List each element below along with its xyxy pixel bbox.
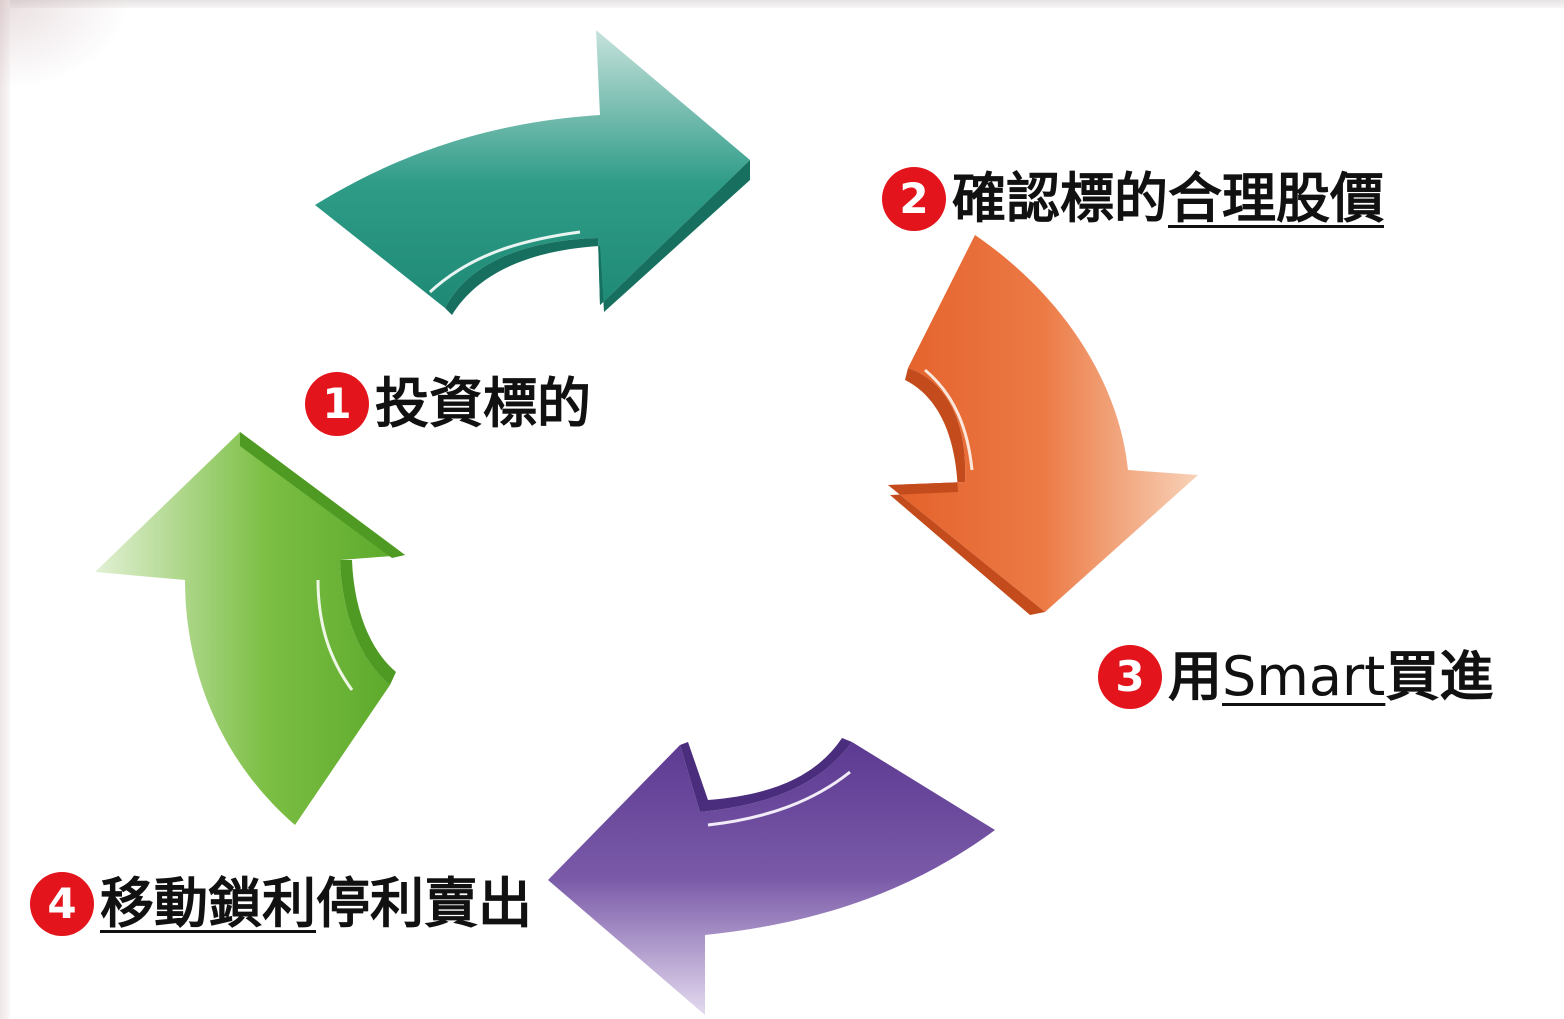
step-2: 2 確認標的 合理股價: [882, 167, 1384, 231]
step-label: 用: [1168, 645, 1222, 708]
step-label-emphasis: 合理股價: [1168, 167, 1384, 230]
frame-left-border: [0, 0, 10, 1019]
step-label: 投資標的: [375, 372, 591, 435]
step-label: 確認標的: [952, 167, 1168, 230]
step-number-badge: 1: [305, 372, 369, 436]
arrow-step-3-to-4: [548, 738, 995, 1015]
step-4: 4 移動鎖利 停利賣出: [30, 872, 532, 936]
step-3: 3 用 Smart 買進: [1098, 645, 1493, 709]
step-label-suffix: 停利賣出: [316, 872, 532, 935]
step-number-badge: 2: [882, 167, 946, 231]
arrow-step-2-to-3: [888, 235, 1198, 615]
step-label-emphasis: Smart: [1222, 645, 1386, 708]
step-label-suffix: 買進: [1385, 645, 1494, 708]
step-number-badge: 4: [30, 872, 94, 936]
arrow-step-1-to-2: [315, 30, 750, 315]
frame-top-border: [0, 0, 1564, 8]
corner-decoration: [0, 0, 130, 90]
step-1: 1 投資標的: [305, 372, 591, 436]
step-label-emphasis: 移動鎖利: [100, 872, 316, 935]
step-number-badge: 3: [1098, 645, 1162, 709]
arrow-step-4-to-1: [95, 432, 405, 825]
